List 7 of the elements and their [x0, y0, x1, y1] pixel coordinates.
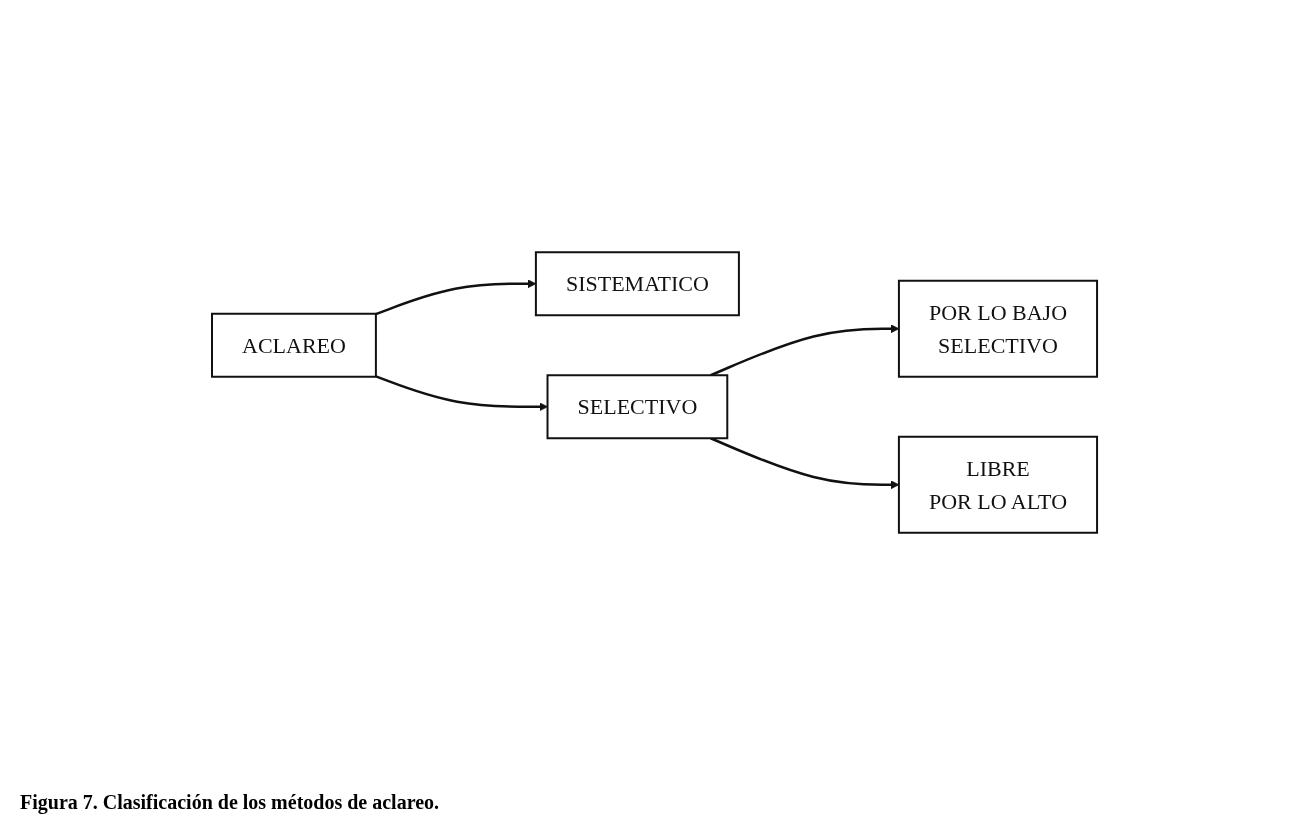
node-box: LIBRE POR LO ALTO	[897, 435, 1099, 534]
node-box: SISTEMATICO	[534, 251, 740, 317]
node-box: SELECTIVO	[546, 374, 729, 440]
node-box: POR LO BAJO SELECTIVO	[897, 279, 1098, 378]
node-box: ACLAREO	[210, 312, 377, 378]
figure-caption: Figura 7. Clasificación de los métodos de aclareo.	[19, 790, 441, 816]
arrow	[375, 375, 548, 412]
